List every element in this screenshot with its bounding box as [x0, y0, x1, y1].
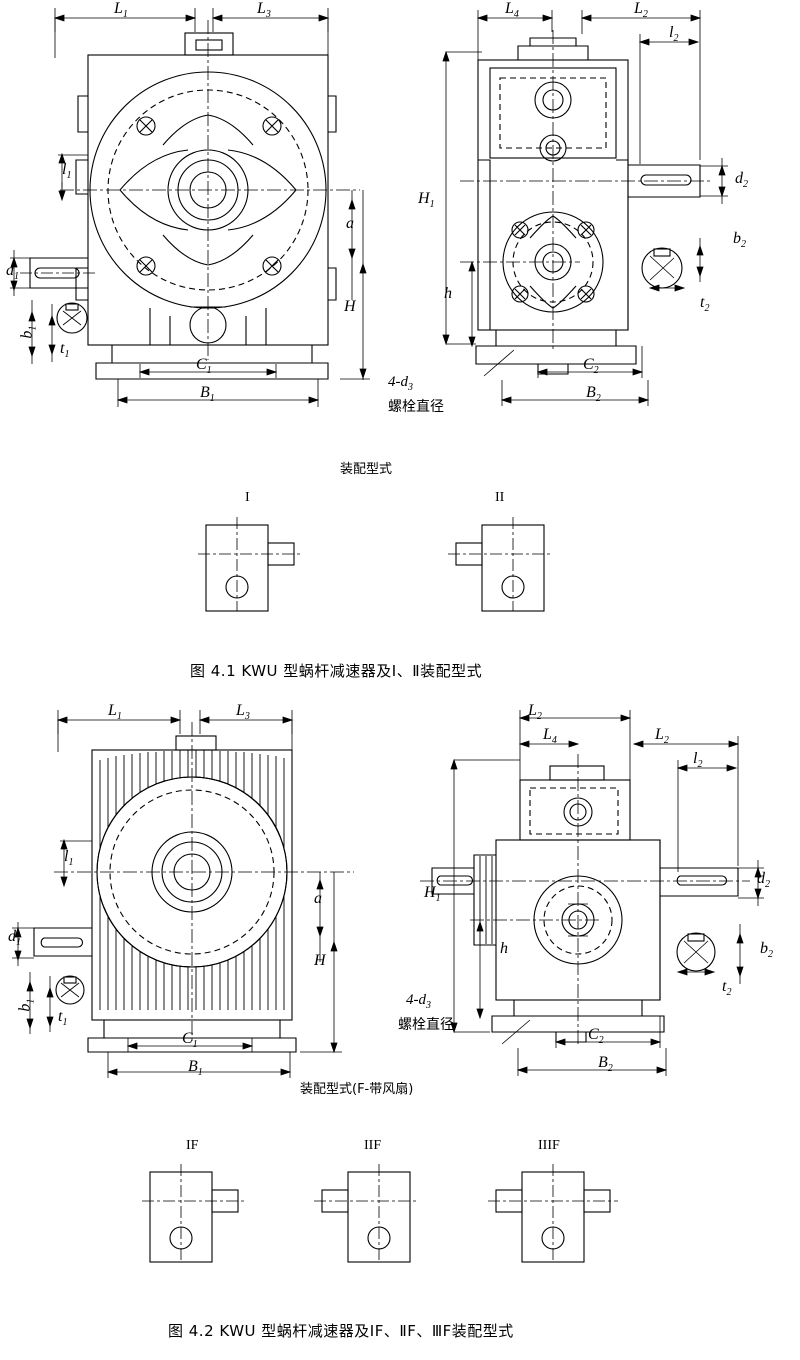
fig42-dim-d2-label: d2	[757, 870, 770, 891]
fig42-dim-l2-label: l2	[693, 750, 703, 771]
fig42-dim-h-label: h	[500, 940, 508, 957]
fig42-dim-L2-top-label: L2	[528, 702, 542, 723]
fig42-dim-B1-label: B1	[188, 1058, 203, 1079]
fig42-dim-L4-label: L4	[543, 726, 557, 747]
dim-C1-label: C1	[196, 356, 212, 377]
dim-L3-label: L3	[257, 0, 271, 21]
figure-4-1: L1 L3 l1 d1 b1 t1 C1 B1 a H	[6, 0, 748, 680]
bolt-code-label: 4-d3	[388, 374, 413, 393]
fig42-variant-IIF-icon	[314, 1164, 418, 1263]
fig42-variant-IF-icon	[142, 1164, 246, 1263]
fig42-dim-B2-label: B2	[598, 1054, 613, 1075]
fig42-variant-IIIF-icon	[488, 1164, 618, 1263]
fig42-bolt-note-label: 螺栓直径	[398, 1017, 454, 1033]
fig42-dim-d1-label: d1	[8, 928, 21, 949]
dim-L2-label: L2	[634, 0, 648, 21]
figure-4-2: L1 L3 l1 d1 b1 t1 C1 B1 a H	[0, 700, 800, 1360]
fig42-dim-t2-label: t2	[722, 978, 732, 999]
dim-a-label: a	[346, 215, 354, 232]
fig42-variant-IIIF-label: IIIF	[538, 1138, 560, 1153]
dim-l2-label: l2	[669, 24, 679, 45]
fig41-assembly-title: 装配型式	[340, 462, 393, 477]
fig42-variant-IF-label: IF	[186, 1138, 199, 1153]
fig42-dim-L2-label: L2	[655, 726, 669, 747]
fig42-assembly-title: 装配型式(F-带风扇)	[300, 1082, 414, 1097]
fig42-dim-H-label: H	[314, 952, 326, 969]
fig42-bolt-code-label: 4-d3	[406, 992, 431, 1011]
dim-B1-label: B1	[200, 384, 215, 405]
fig42-dim-a-label: a	[314, 890, 322, 907]
fig42-dim-L1-label: L1	[108, 702, 122, 723]
fig42-left-view	[12, 710, 354, 1078]
fig42-dim-L3-label: L3	[236, 702, 250, 723]
fig42-dim-l1-label: l1	[64, 848, 74, 869]
fig42-right-view	[420, 710, 764, 1076]
dim-t1-label: t1	[60, 340, 70, 361]
dim-L4-label: L4	[505, 0, 519, 21]
fig42-dim-C2-label: C2	[588, 1026, 604, 1047]
fig42-dim-b2-label: b2	[760, 940, 773, 961]
fig41-variant-II-icon	[448, 517, 552, 612]
fig42-dim-t1-label: t1	[58, 1008, 68, 1029]
dim-L1-label: L1	[114, 0, 128, 21]
dim-d2-label: d2	[735, 170, 748, 191]
dim-B2-label: B2	[586, 384, 601, 405]
fig42-dim-H1-label: H1	[424, 884, 441, 905]
dim-b1-label: b1	[18, 325, 39, 339]
dim-H1-label: H1	[418, 190, 435, 211]
fig42-caption: 图 4.2 KWU 型蜗杆减速器及ⅠF、ⅡF、ⅢF装配型式	[168, 1322, 514, 1340]
dim-l1-label: l1	[62, 161, 72, 182]
dim-C2-label: C2	[583, 356, 599, 377]
dim-d1-label: d1	[6, 262, 19, 283]
fig41-caption: 图 4.1 KWU 型蜗杆减速器及Ⅰ、Ⅱ装配型式	[190, 662, 483, 680]
fig41-left-view	[10, 8, 370, 407]
fig41-variant-II-label: II	[495, 490, 505, 505]
fig41-variant-I-icon	[198, 517, 302, 612]
fig41-variant-I-label: I	[245, 490, 250, 505]
fig41-right-view	[442, 10, 728, 406]
dim-H-label: H	[344, 298, 356, 315]
fig42-variant-IIF-label: IIF	[364, 1138, 382, 1153]
dim-b2-label: b2	[733, 230, 746, 251]
dim-t2-label: t2	[700, 294, 710, 315]
fig42-dim-b1-label: b1	[16, 998, 37, 1012]
bolt-note-label: 螺栓直径	[388, 399, 444, 415]
dim-h-label: h	[444, 285, 452, 302]
fig42-dim-C1-label: C1	[182, 1030, 198, 1051]
